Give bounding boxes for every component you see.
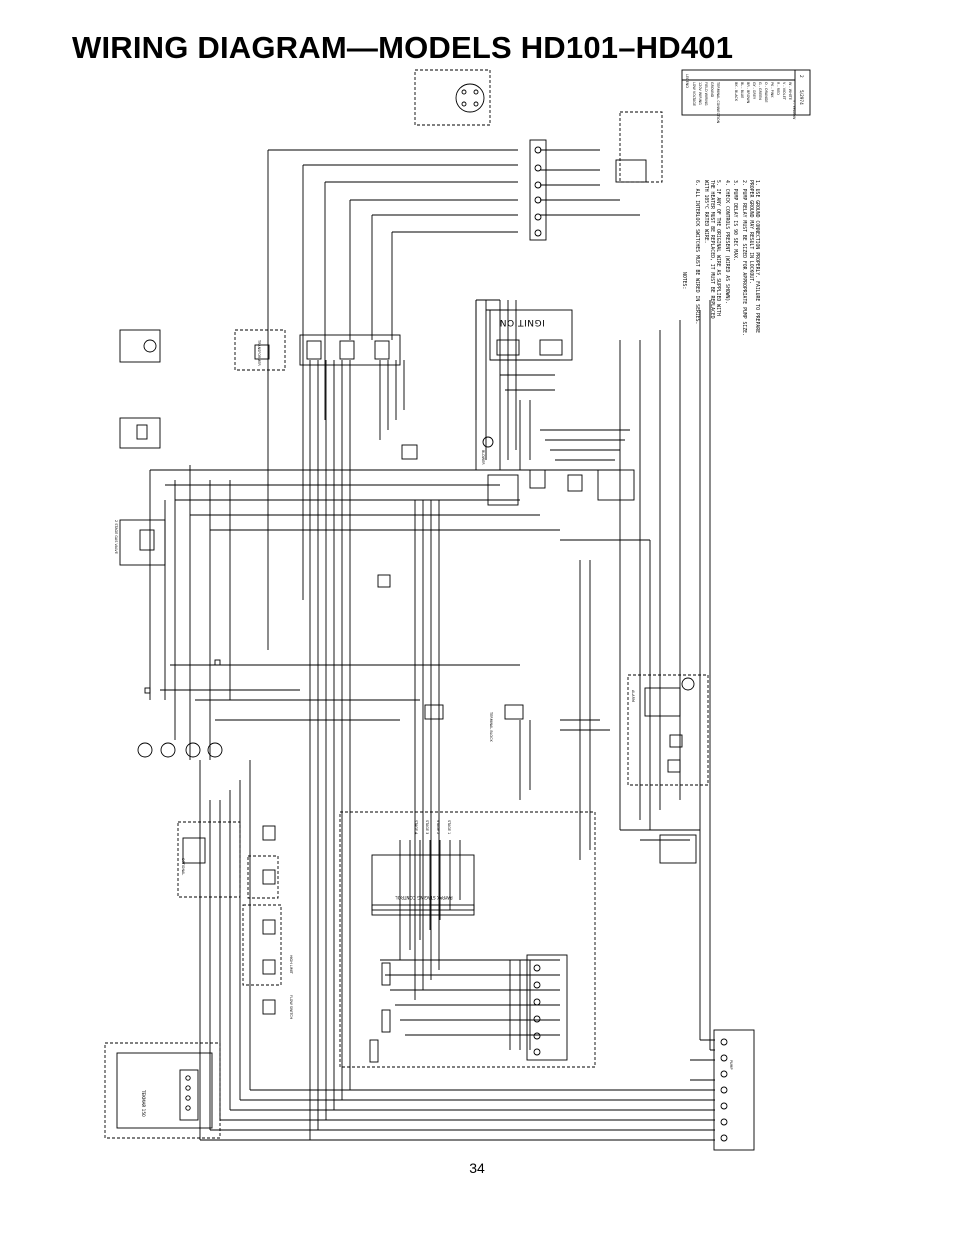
legend-item: BK - BLACK [734, 82, 738, 102]
legend-item: TERMINAL CONNECTION [716, 81, 720, 124]
legend-item: 120V WIRING [698, 82, 702, 105]
flow-switch-connector [414, 69, 491, 126]
legend-item: BL - BLUE [740, 82, 744, 98]
stage-3-label: STAGE 3 [425, 820, 429, 834]
note-line: THE HEATER MUST BE REPLACED, IT MUST BE … [709, 180, 715, 319]
legend-items: LOW VOLTAGE 120V WIRING FIELD WIRING GRO… [692, 81, 796, 124]
note-line: 1. USE GROUND CONNECTION PROPERLY. FAILU… [754, 180, 760, 333]
alarm-label: ALARM [631, 690, 635, 702]
bottom-right-terminal-block [713, 1029, 755, 1151]
note-line: 3. PUMP DELAY IS 90 SEC MAX. [732, 180, 738, 261]
drawing-code: 5/2974 [799, 90, 804, 105]
flow-switch-label: FLOW SWITCH [289, 995, 293, 1020]
note-line: 6. ALL INTERLOCK SWITCHES MUST BE WIRED … [694, 180, 700, 324]
legend-box [681, 69, 811, 116]
note-line: PROPER GROUND MAY RESULT IN LOCKOUT. [748, 180, 754, 284]
blower-relay-group [377, 436, 635, 720]
staging-control-area [339, 811, 596, 1068]
note-line: WITH 105°C RATED WIRE. [703, 180, 709, 244]
tekmar-label: TEKMAR 150 [141, 1089, 146, 1117]
stage-4-label: STAGE 4 [414, 820, 418, 834]
wire-bundle [149, 149, 715, 1141]
page-title: WIRING DIAGRAM—MODELS HD101–HD401 [72, 30, 734, 65]
staging-control-label: RAYPAK STAGING CONTROL [395, 895, 453, 900]
stage-1-label: STAGE 1 [447, 820, 451, 834]
legend-item: GY - GREY [752, 82, 756, 100]
legend-item: O - ORANGE [764, 82, 768, 103]
legend-heading: LEGEND [685, 74, 689, 88]
legend-item: LOW VOLTAGE [692, 82, 696, 106]
legend-item: BR - BROWN [746, 82, 750, 104]
terminal-block-top [234, 329, 401, 371]
left-round-components [137, 742, 223, 758]
note-line: 4. CHECK CONTROLS PRESENT (WIRED AS SHOW… [724, 180, 730, 304]
stage-2-label: STAGE 2 [436, 820, 440, 834]
legend-item: R - RED [776, 82, 780, 95]
legend-item: Y - YELLOW [792, 100, 796, 120]
legend-item: PK - PINK [770, 82, 774, 98]
ignition-module [489, 309, 573, 361]
right-relay [659, 834, 697, 864]
legend-item: G - GREEN [758, 82, 762, 100]
high-limit-label: HIGH LIMIT [289, 955, 293, 975]
terminal-block-label: TERMINAL BLOCK [489, 711, 493, 742]
transformer-label: TRANSFORMER [257, 339, 261, 366]
optional-boxes-left [177, 821, 282, 1015]
ignition-label: IGNITION [499, 317, 545, 327]
top-terminal-strip [529, 111, 663, 241]
tekmar-controller [104, 1042, 221, 1139]
notes-heading: NOTES: [681, 272, 687, 289]
note-line: 2. PUMP RELAY MUST BE SIZED FOR APPROPRI… [741, 180, 747, 336]
notes-list: 1. USE GROUND CONNECTION PROPERLY. FAILU… [694, 180, 760, 336]
legend-item: V - VIOLET [782, 82, 786, 101]
left-valves [119, 329, 221, 694]
gas-valve-label: 2 STAGE GAS VALVE [114, 520, 118, 554]
alarm-optional-box [627, 674, 709, 786]
legend-item: W - WHITE [788, 82, 792, 100]
page-number: 34 [469, 1160, 485, 1176]
optional-label: OPTIONAL [181, 858, 185, 875]
legend-item: FIELD WIRING [704, 82, 708, 106]
pump-label: PUMP [729, 1060, 733, 1070]
legend-item: GROUND [710, 82, 714, 98]
note-line: 5. IF ANY OF THE ORIGINAL WIRE AS SUPPLI… [715, 180, 721, 316]
blower-label: BLOWER [481, 450, 485, 465]
drawing-rev: 2 [799, 75, 804, 78]
